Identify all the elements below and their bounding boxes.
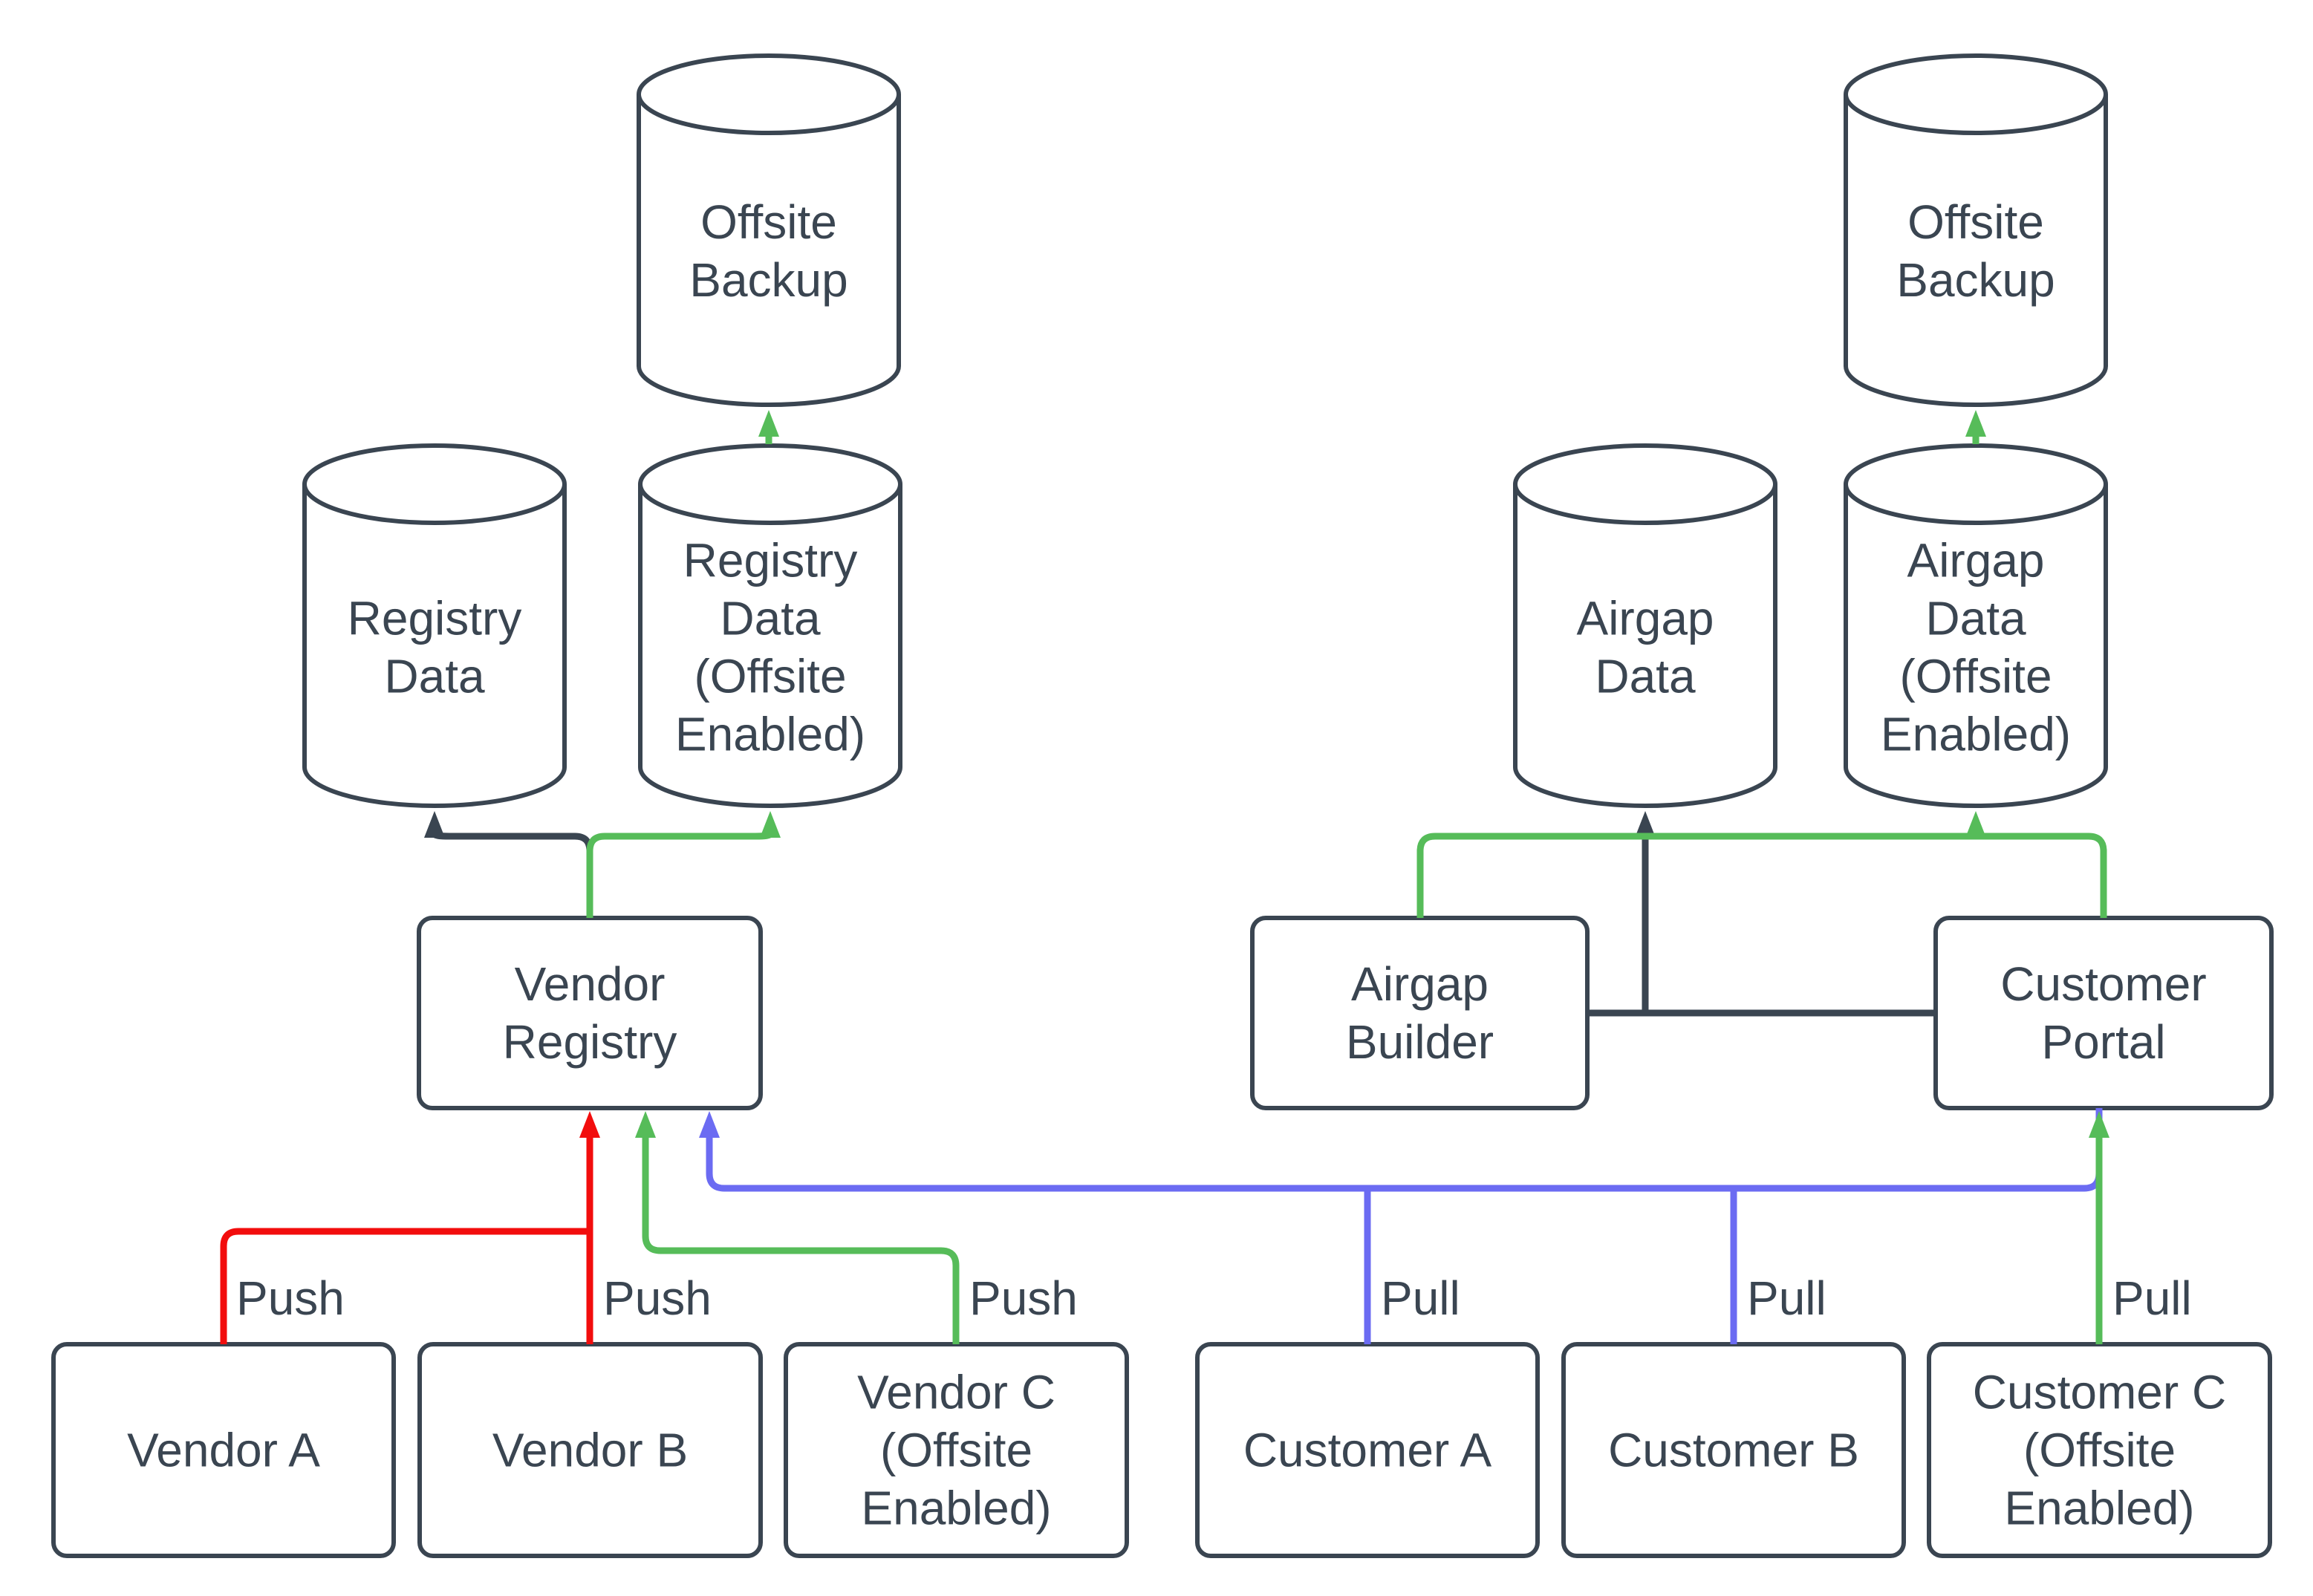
arrowhead-icon bbox=[635, 1111, 656, 1138]
edge-label-vendor-b-push: Push bbox=[603, 1271, 712, 1325]
arrowhead-icon bbox=[1965, 410, 1986, 437]
node-label-vendor-a: Vendor A bbox=[127, 1424, 320, 1477]
cylinder-top-registry-data-offsite bbox=[638, 483, 902, 525]
edge-customer-c-pull: Pull bbox=[2089, 1111, 2192, 1344]
arrowhead-icon bbox=[2089, 1111, 2109, 1138]
diagram-edges: Push Push Push Pull Pull Pull bbox=[220, 410, 2192, 1344]
node-shape-vendor-registry bbox=[417, 916, 763, 1110]
edge-line-vendor-a-push bbox=[220, 1228, 590, 1344]
edge-builder-portal-offsite-loop bbox=[1416, 833, 2107, 918]
edge-registry-to-registry-data-offsite bbox=[586, 811, 781, 918]
edge-label-vendor-a-push: Push bbox=[236, 1271, 345, 1325]
edge-airgap-data-offsite-to-backup bbox=[1965, 410, 1986, 444]
edge-line-registry-to-registry-data bbox=[431, 831, 593, 918]
edge-vendor-a-push: Push bbox=[220, 1228, 590, 1344]
node-label-customer-b: Customer B bbox=[1608, 1424, 1859, 1477]
cylinder-body-registry-data-offsite bbox=[638, 443, 902, 808]
node-shape-airgap-builder bbox=[1250, 916, 1590, 1110]
edge-loop-to-airgap-data-offsite bbox=[1965, 811, 1986, 838]
edge-customer-b-pull: Pull bbox=[1730, 1188, 1826, 1344]
arrowhead-icon bbox=[699, 1111, 720, 1138]
edge-registry-to-registry-data bbox=[424, 811, 593, 918]
node-vendor-b: Vendor B bbox=[417, 1342, 763, 1558]
node-label-vendor-b: Vendor B bbox=[492, 1424, 688, 1477]
edge-label-customer-c-pull: Pull bbox=[2112, 1271, 2192, 1325]
cylinder-body-offsite-backup-left bbox=[637, 53, 901, 407]
edge-portal-pull-from-registry bbox=[699, 1108, 2103, 1192]
edge-customer-a-pull: Pull bbox=[1364, 1188, 1460, 1344]
edge-label-customer-a-pull: Pull bbox=[1381, 1271, 1460, 1325]
cylinder-top-registry-data bbox=[302, 483, 567, 525]
cylinder-body-airgap-data bbox=[1513, 443, 1777, 808]
cylinder-body-registry-data bbox=[302, 443, 567, 808]
edge-line-portal-pull-from-registry bbox=[706, 1108, 2103, 1192]
edge-label-customer-b-pull: Pull bbox=[1747, 1271, 1826, 1325]
edge-label-vendor-c-push: Push bbox=[969, 1271, 1078, 1325]
edge-vendor-b-push: Push bbox=[579, 1111, 712, 1344]
arrowhead-icon bbox=[760, 811, 781, 838]
cylinder-body-offsite-backup-right bbox=[1844, 53, 2108, 407]
arrowhead-icon bbox=[579, 1111, 600, 1138]
arrowhead-icon bbox=[424, 811, 445, 838]
edge-registry-data-offsite-to-backup bbox=[758, 410, 779, 444]
edge-line-builder-portal-offsite-loop bbox=[1416, 833, 2107, 918]
edge-line-vendor-c-push bbox=[642, 1132, 960, 1344]
arrowhead-icon bbox=[1635, 811, 1656, 838]
cylinder-top-offsite-backup-right bbox=[1844, 94, 2108, 135]
node-customer-b: Customer B bbox=[1561, 1342, 1906, 1558]
node-label-customer-a: Customer A bbox=[1243, 1424, 1492, 1477]
node-vendor-a: Vendor A bbox=[51, 1342, 396, 1558]
cylinder-top-offsite-backup-left bbox=[637, 94, 901, 135]
cylinder-body-airgap-data-offsite bbox=[1844, 443, 2108, 808]
node-customer-a: Customer A bbox=[1195, 1342, 1540, 1558]
cylinder-top-airgap-data-offsite bbox=[1844, 483, 2108, 525]
arrowhead-icon bbox=[758, 410, 779, 437]
node-shape-customer-portal bbox=[1933, 916, 2274, 1110]
arrowhead-icon bbox=[1965, 811, 1986, 838]
edge-line-registry-to-registry-data-offsite bbox=[586, 831, 774, 918]
cylinder-top-airgap-data bbox=[1513, 483, 1777, 525]
edge-vendor-c-push: Push bbox=[635, 1111, 1078, 1344]
edge-link-to-airgap-data bbox=[1635, 811, 1656, 1013]
